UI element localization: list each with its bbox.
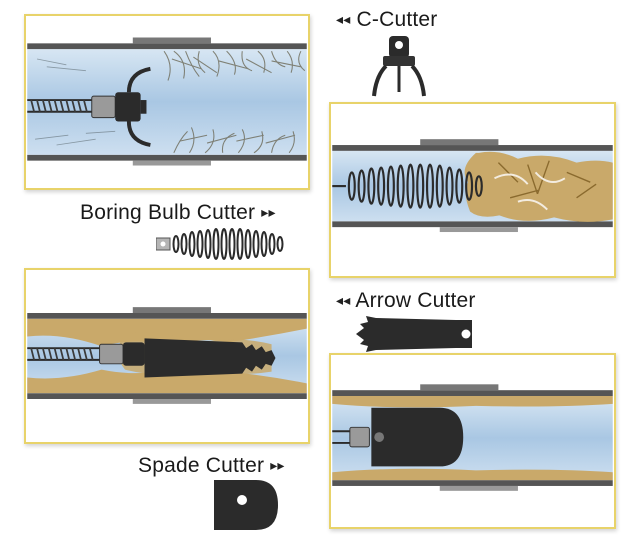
pipe-roots-scene	[27, 37, 307, 166]
c-cutter-tool-image	[362, 34, 432, 100]
spade-cutter-pipe-illustration	[329, 353, 616, 529]
pipe-sludge-scene	[27, 307, 307, 404]
arrow-cutter-label: ◂◂ Arrow Cutter	[336, 289, 476, 313]
forward-arrow-icon: ▸▸	[261, 204, 276, 220]
spade-cutter-tool-image	[212, 478, 280, 532]
pipe-spade-scene	[332, 384, 613, 491]
boring-bulb-pipe-illustration	[329, 102, 616, 278]
c-cutter-pipe-illustration	[24, 14, 310, 190]
c-cutter-label: ◂◂ C-Cutter	[336, 8, 437, 32]
c-cutter-icon	[372, 36, 426, 97]
rewind-arrow-icon: ◂◂	[336, 11, 351, 27]
spade-cutter-name: Spade Cutter	[138, 454, 265, 477]
arrow-cutter-name: Arrow Cutter	[355, 289, 476, 312]
boring-bulb-tool-image	[156, 226, 288, 262]
boring-bulb-cutter-name: Boring Bulb Cutter	[80, 201, 256, 224]
arrow-cutter-tool-image	[354, 314, 478, 354]
c-cutter-name: C-Cutter	[356, 8, 438, 31]
rewind-arrow-icon: ◂◂	[336, 292, 351, 308]
forward-arrow-icon: ▸▸	[270, 457, 285, 473]
spade-cutter-label: Spade Cutter ▸▸	[138, 454, 285, 478]
spade-cutter-icon	[214, 480, 278, 530]
boring-bulb-cutter-label: Boring Bulb Cutter ▸▸	[80, 201, 276, 225]
boring-bulb-icon	[156, 228, 284, 260]
arrow-cutter-pipe-illustration	[24, 268, 310, 444]
arrow-cutter-icon	[356, 316, 472, 352]
pipe-clog-scene	[332, 139, 613, 233]
